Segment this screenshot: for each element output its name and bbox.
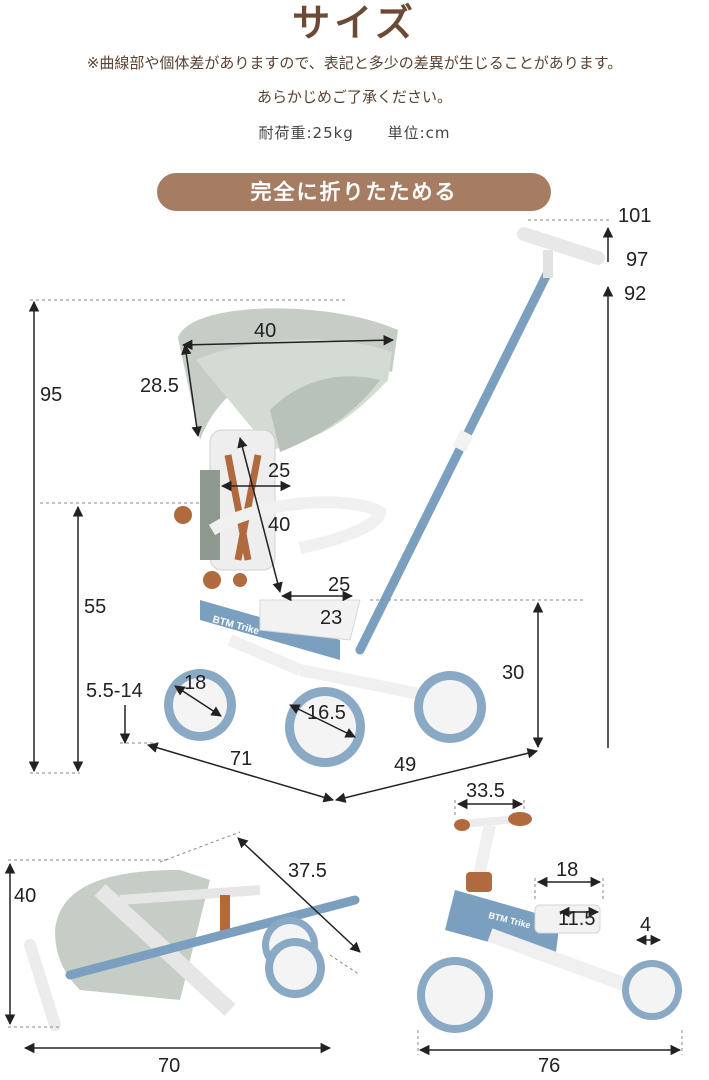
dim-handle-height-mid: 97 — [626, 249, 649, 271]
dim-folded-height: 40 — [14, 885, 37, 907]
dim-length: 71 — [230, 748, 253, 770]
dim-seat-height: 55 — [84, 596, 107, 618]
dim-backrest-height: 40 — [268, 514, 291, 536]
dim-handle-height-max: 101 — [618, 205, 652, 227]
dim-rear-wheel: 16.5 — [307, 702, 346, 724]
dim-balance-length: 76 — [538, 1055, 561, 1077]
dim-footrest: 5.5-14 — [86, 680, 143, 702]
disclaimer-line-2: あらかじめご了承ください。 — [256, 88, 452, 106]
dim-seat-length: 18 — [556, 859, 579, 881]
dim-canopy-depth: 28.5 — [140, 375, 179, 397]
dim-backrest-width: 25 — [268, 460, 291, 482]
dim-width: 49 — [394, 754, 417, 776]
page-title: サイズ — [292, 1, 417, 45]
disclaimer-line-1: ※曲線部や個体差がありますので、表記と多少の差異が生じることがあります。 — [86, 54, 623, 72]
dim-rear-seat-height: 30 — [502, 662, 525, 684]
balance-bike-image: BTM Trike — [417, 812, 682, 1033]
spec-line: 耐荷重:25kg 単位:cm — [0, 122, 709, 143]
dim-wheel-width: 4 — [640, 914, 652, 936]
dim-seat-width-balance: 11.5 — [558, 908, 596, 930]
trike-image: BTM Trike — [164, 227, 605, 767]
unit-label: 単位:cm — [387, 124, 451, 142]
dim-folded-diagonal: 37.5 — [288, 860, 327, 882]
load-capacity: 耐荷重:25kg — [258, 124, 354, 142]
fold-banner: 完全に折りたためる — [157, 173, 551, 211]
dim-seat-depth: 23 — [320, 607, 343, 629]
dim-handle-height-min: 92 — [624, 283, 647, 305]
dim-canopy-width: 40 — [254, 320, 277, 342]
dim-seat-width: 25 — [328, 574, 351, 596]
dim-folded-length: 70 — [158, 1055, 181, 1077]
dim-front-wheel: 18 — [184, 672, 207, 694]
dim-total-height: 95 — [40, 384, 63, 406]
dim-handlebar-width: 33.5 — [466, 780, 505, 802]
folded-trike-image — [24, 870, 360, 1031]
